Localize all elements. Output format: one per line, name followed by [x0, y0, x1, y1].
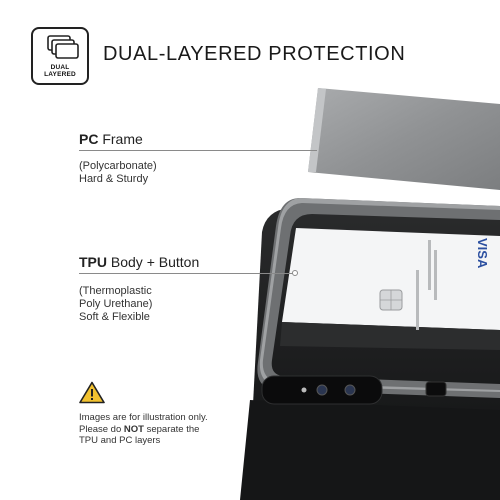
warning-triangle-icon: [79, 381, 105, 404]
warning-line3: TPU and PC layers: [79, 435, 161, 446]
tpu-leader-line: [79, 273, 294, 274]
badge-label-line1: DUAL: [50, 64, 70, 71]
pc-frame-description: (Polycarbonate) Hard & Sturdy: [79, 160, 157, 186]
warning-line2-bold: NOT: [123, 423, 144, 435]
camera-lens-icon: [344, 384, 356, 396]
page-title: DUAL-LAYERED PROTECTION: [103, 43, 406, 65]
pc-title-rest: Frame: [102, 131, 143, 147]
warning-text: Images are for illustration only. Please…: [79, 412, 249, 447]
warning-line2: Please do NOT separate the: [79, 424, 249, 436]
card-brand: VISA: [475, 238, 490, 269]
badge-label-line2: LAYERED: [44, 71, 76, 78]
pc-desc-line1: (Polycarbonate): [79, 160, 157, 172]
camera-lens-icon: [316, 384, 328, 396]
warning-line2-post: separate the: [146, 423, 200, 435]
tpu-body-title: TPU Body + Button: [79, 254, 199, 270]
fingerprint-sensor-icon: [425, 381, 447, 397]
dual-layered-badge: DUAL LAYERED: [31, 27, 89, 85]
pc-frame-title: PC Frame: [79, 131, 143, 147]
warning-line1: Images are for illustration only.: [79, 412, 208, 423]
pc-back-plate: [308, 88, 500, 190]
layered-cards-icon: [47, 35, 79, 59]
pc-title-bold: PC: [79, 131, 99, 147]
badge-label: DUAL LAYERED: [33, 64, 87, 78]
tpu-body-description: (Thermoplastic Poly Urethane) Soft & Fle…: [79, 285, 152, 324]
tpu-desc-line2: Poly Urethane): [79, 298, 153, 310]
pc-desc-line2: Hard & Sturdy: [79, 173, 149, 185]
tpu-title-bold: TPU: [79, 254, 107, 270]
pc-leader-line: [79, 150, 317, 151]
tpu-leader-dot: [292, 270, 298, 276]
warning-line2-pre: Please do: [79, 423, 122, 435]
tpu-title-rest: Body + Button: [110, 254, 200, 270]
tpu-desc-line3: Soft & Flexible: [79, 311, 150, 323]
tpu-desc-line1: (Thermoplastic: [79, 285, 152, 297]
card-area: [282, 228, 500, 330]
flash-icon: [301, 387, 307, 393]
